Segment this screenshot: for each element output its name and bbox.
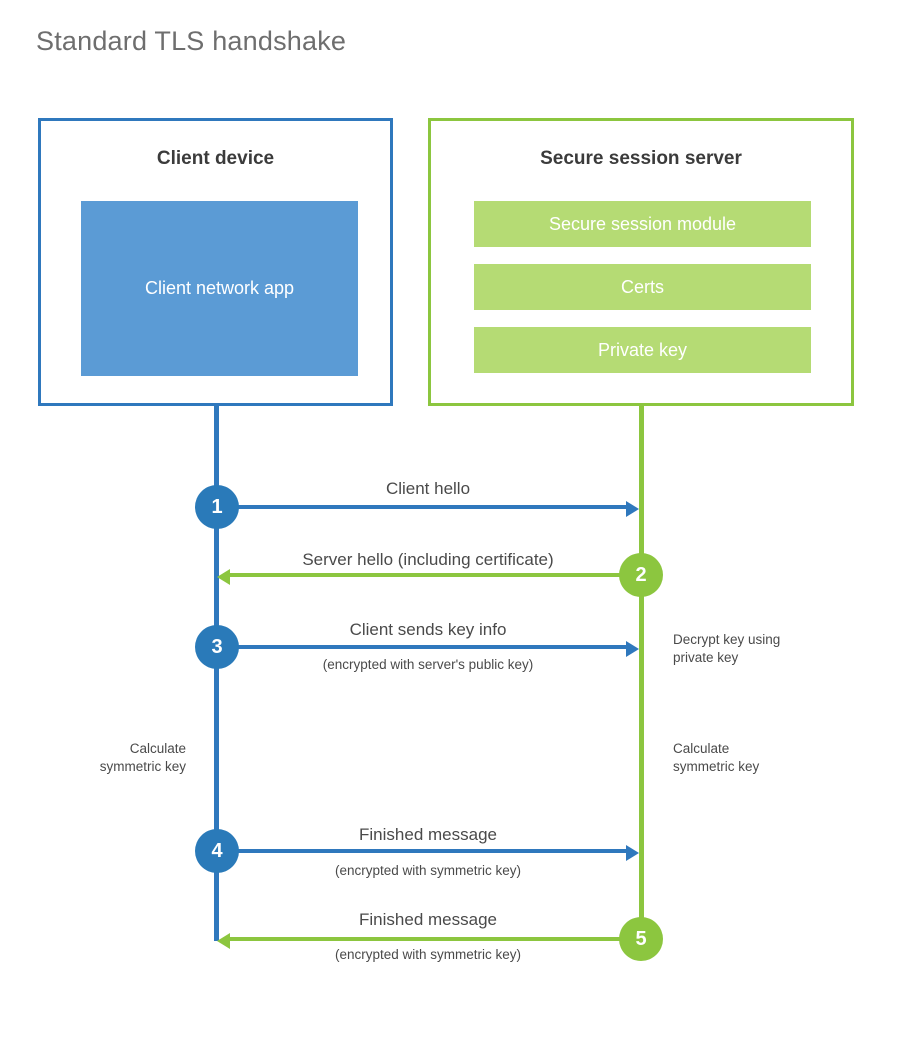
client-network-app-block: Client network app [81,201,358,376]
annotation-calculate-symmetric-key-server: Calculate symmetric key [673,741,760,775]
arrow-line-step-3 [217,645,626,649]
message-sublabel-step-3: (encrypted with server's public key) [322,657,534,672]
server-block-certs: Certs [474,264,811,310]
step-circle-2: 2 [619,553,663,597]
arrow-head-step-1 [626,501,639,517]
server-lifeline [639,405,644,941]
arrow-line-step-2 [230,573,624,577]
step-circle-4: 4 [195,829,239,873]
message-sublabel-step-5: (encrypted with symmetric key) [334,947,522,962]
message-label-step-2: Server hello (including certificate) [302,550,554,569]
arrow-head-step-4 [626,845,639,861]
message-label-step-1: Client hello [385,479,471,498]
arrow-line-step-4 [217,849,626,853]
message-sublabel-step-4: (encrypted with symmetric key) [334,863,522,878]
message-label-step-5: Finished message [359,910,497,929]
arrow-line-step-5 [230,937,624,941]
secure-session-server-title: Secure session server [540,148,742,169]
annotation-decrypt-key: Decrypt key using private key [673,632,781,666]
page-title: Standard TLS handshake [36,26,347,56]
step-circle-1: 1 [195,485,239,529]
arrow-line-step-1 [217,505,626,509]
server-block-secure-session-module: Secure session module [474,201,811,247]
arrow-head-step-2 [217,569,230,585]
client-device-title: Client device [156,148,275,169]
message-label-step-3: Client sends key info [349,620,507,639]
step-circle-5: 5 [619,917,663,961]
arrow-head-step-3 [626,641,639,657]
server-block-private-key: Private key [474,327,811,373]
secure-session-server-box: Secure session server Secure session mod… [428,118,854,406]
client-lifeline [214,405,219,941]
arrow-head-step-5 [217,933,230,949]
annotation-calculate-symmetric-key-client: Calculate symmetric key [99,741,186,775]
step-circle-3: 3 [195,625,239,669]
client-device-box: Client device Client network app [38,118,393,406]
message-label-step-4: Finished message [359,825,497,844]
